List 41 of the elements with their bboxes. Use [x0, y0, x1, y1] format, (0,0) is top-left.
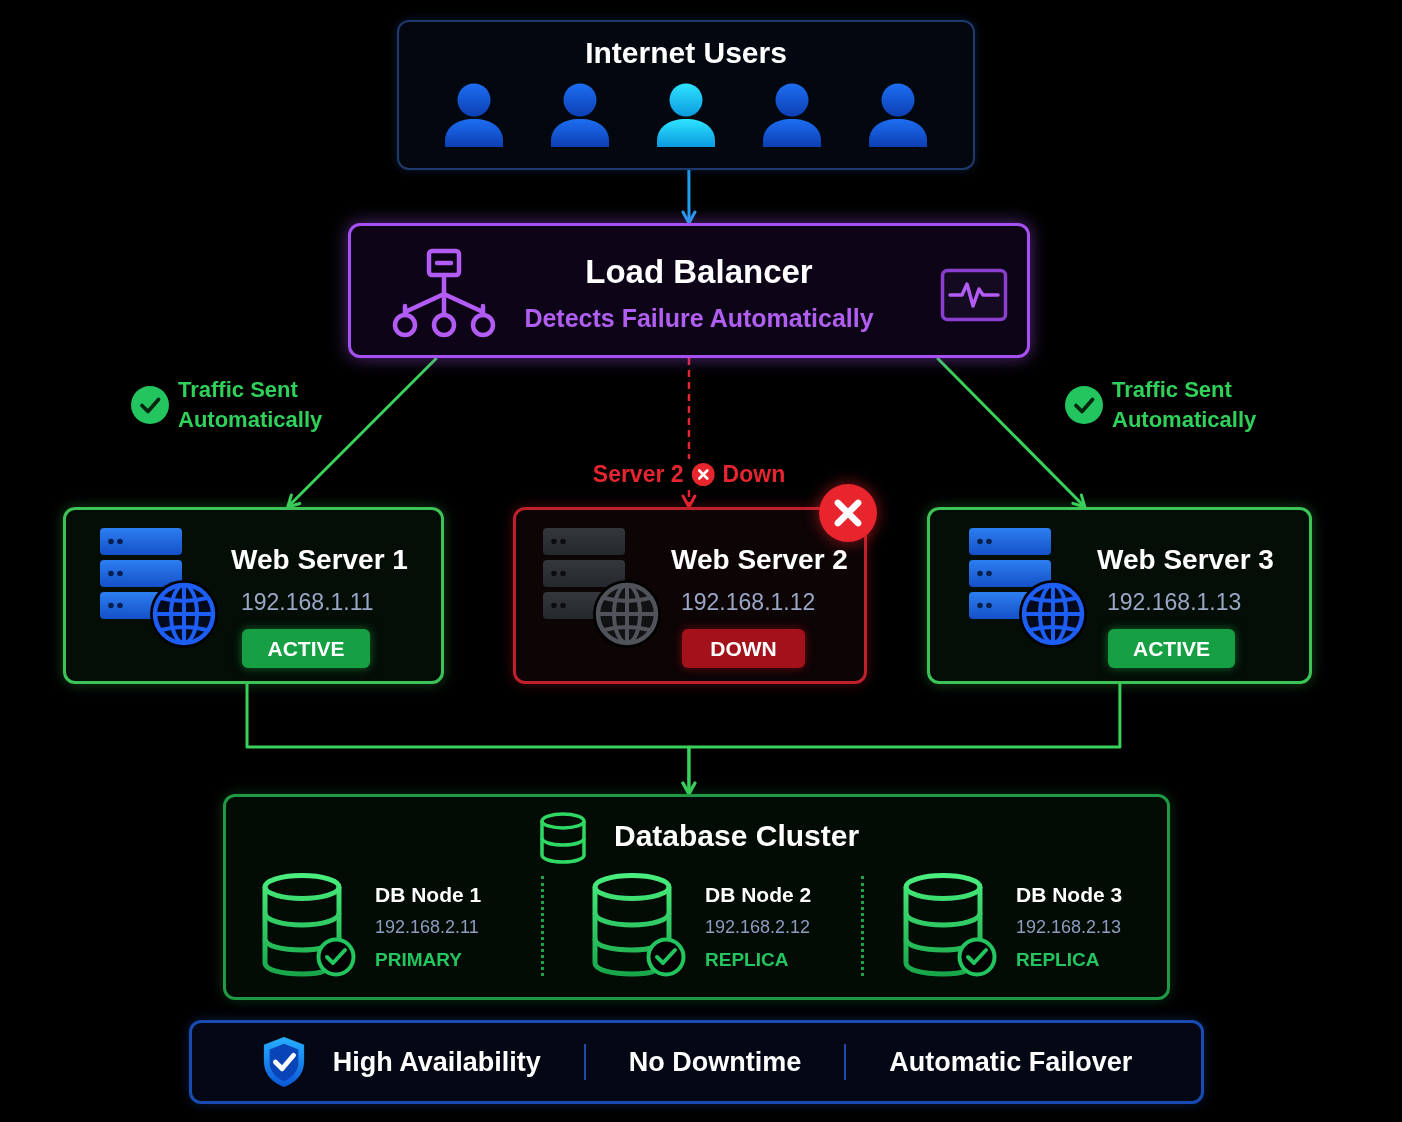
panel-title: Internet Users — [584, 35, 788, 71]
edge-label: Traffic Sent Automatically — [1112, 376, 1258, 434]
ip-address: 192.168.1.13 — [1107, 588, 1242, 616]
node-name: DB Node 3 — [1016, 882, 1123, 908]
role-label: PRIMARY — [375, 948, 462, 972]
edge-label: Down — [722, 460, 786, 489]
cluster-panel — [223, 794, 1170, 1000]
node-name: DB Node 1 — [375, 882, 482, 908]
role-label: REPLICA — [705, 948, 789, 972]
node-name: DB Node 2 — [705, 882, 812, 908]
server-card — [927, 507, 1312, 684]
server-name: Web Server 3 — [1097, 543, 1274, 577]
cluster-title: Database Cluster — [614, 818, 860, 854]
user-group-panel — [397, 20, 975, 170]
dashed-arrow — [681, 358, 697, 509]
status-badge: ACTIVE — [242, 629, 370, 668]
ip-address: 192.168.2.11 — [375, 916, 479, 939]
arrow — [286, 356, 438, 509]
server-name: Web Server 2 — [671, 543, 848, 577]
ip-address: 192.168.1.12 — [681, 588, 816, 616]
edge-label: Traffic Sent Automatically — [178, 376, 324, 434]
status-badge: DOWN — [682, 629, 805, 668]
server-card — [63, 507, 444, 684]
ip-address: 192.168.1.11 — [241, 588, 374, 616]
arrow — [681, 170, 697, 225]
edge-label: Server 2 — [592, 460, 684, 489]
feature-label: No Downtime — [628, 1046, 802, 1079]
server-name: Web Server 1 — [231, 543, 408, 577]
feature-label: High Availability — [332, 1046, 541, 1079]
arrow — [681, 684, 1122, 796]
server-card — [513, 507, 867, 684]
feature-bar — [189, 1020, 1204, 1104]
feature-label: Automatic Failover — [889, 1046, 1133, 1079]
load-balancer-panel — [348, 223, 1030, 358]
title: Load Balancer — [585, 252, 813, 292]
subtitle: Detects Failure Automatically — [524, 303, 874, 334]
ip-address: 192.168.2.13 — [1016, 916, 1122, 939]
status-badge: ACTIVE — [1108, 629, 1235, 668]
arrow — [936, 356, 1087, 509]
ip-address: 192.168.2.12 — [705, 916, 811, 939]
role-label: REPLICA — [1016, 948, 1100, 972]
